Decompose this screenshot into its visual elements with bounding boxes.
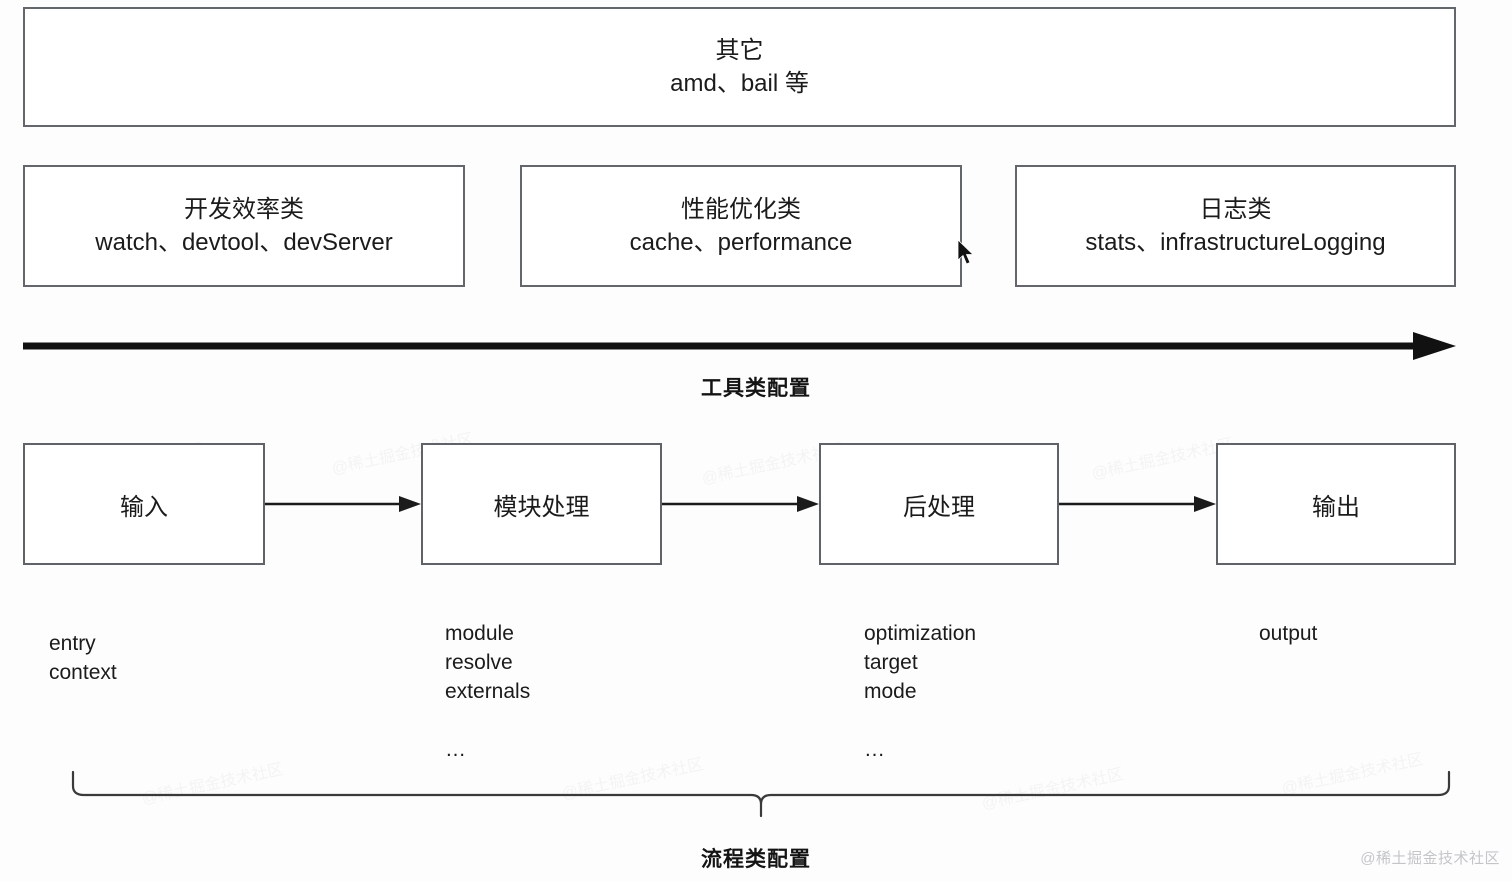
flow-box-input: 输入 xyxy=(23,443,265,565)
watermark-label: @稀土掘金技术社区 xyxy=(1360,850,1500,867)
background-watermark: @稀土掘金技术社区 xyxy=(1089,430,1235,483)
box-logging: 日志类 stats、infrastructureLogging xyxy=(1015,165,1456,287)
flow-config-brace-label: 流程类配置 xyxy=(701,848,811,871)
flow-box-output-label: 输出 xyxy=(1312,493,1360,521)
flow-box-input-label: 输入 xyxy=(120,493,168,521)
box-logging-items: stats、infrastructureLogging xyxy=(1085,229,1386,256)
box-dev-efficiency: 开发效率类 watch、devtool、devServer xyxy=(23,165,465,287)
box-dev-efficiency-items: watch、devtool、devServer xyxy=(95,229,393,256)
flow-arrow-post-to-output-icon xyxy=(1059,496,1216,512)
flow-box-post-process: 后处理 xyxy=(819,443,1059,565)
box-other-config: 其它 amd、bail 等 xyxy=(23,7,1456,127)
tool-config-arrow-icon xyxy=(23,332,1456,360)
options-output: output xyxy=(1259,622,1318,645)
flow-box-module-label: 模块处理 xyxy=(493,493,590,521)
box-dev-efficiency-title: 开发效率类 xyxy=(184,195,304,223)
box-other-title: 其它 xyxy=(715,36,764,64)
options-input: entry context xyxy=(49,632,117,684)
box-other-items: amd、bail 等 xyxy=(670,70,809,97)
options-post-process: optimization target mode … xyxy=(864,622,977,761)
flow-config-brace-icon xyxy=(71,770,1451,818)
box-performance-title: 性能优化类 xyxy=(681,195,801,223)
flow-box-output: 输出 xyxy=(1216,443,1456,565)
box-logging-title: 日志类 xyxy=(1199,195,1272,223)
tool-config-arrow-label: 工具类配置 xyxy=(701,377,811,400)
flow-box-post-process-label: 后处理 xyxy=(903,493,975,521)
box-performance: 性能优化类 cache、performance xyxy=(520,165,962,287)
box-performance-items: cache、performance xyxy=(629,229,853,256)
flow-box-module: 模块处理 xyxy=(421,443,662,565)
flow-arrow-module-to-post-icon xyxy=(662,496,819,512)
flow-arrow-input-to-module-icon xyxy=(265,496,421,512)
options-module: module resolve externals … xyxy=(445,622,531,761)
